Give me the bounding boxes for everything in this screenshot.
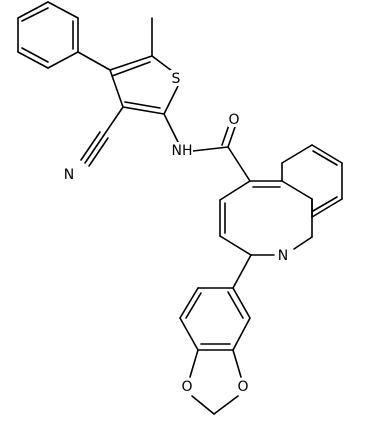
atom-label-nitrile-nitrogen: N — [64, 167, 74, 183]
atom-label-amide-oxygen: O — [228, 112, 239, 128]
bond — [232, 349, 242, 378]
bond — [185, 292, 202, 319]
bond — [311, 198, 343, 218]
bond — [47, 1, 79, 19]
atom-dioxole-oxygen-1: O — [180, 378, 194, 395]
bond — [219, 180, 251, 201]
bond — [111, 61, 151, 77]
bond — [189, 349, 199, 378]
bond — [88, 137, 109, 167]
bond — [191, 395, 215, 415]
bond — [227, 146, 251, 182]
bond — [281, 144, 313, 164]
bond — [21, 7, 49, 22]
bond — [109, 55, 153, 71]
bond — [281, 180, 313, 200]
atom-quinoline-nitrogen: N — [276, 247, 290, 264]
atom-sulfur: S — [170, 70, 182, 87]
bond — [293, 236, 313, 250]
bond-layer — [17, 1, 343, 415]
bond — [227, 291, 244, 319]
atom-nitrile-nitrogen: N — [63, 166, 75, 183]
bond — [122, 106, 165, 115]
atom-dioxole-oxygen-2: O — [236, 378, 250, 395]
atom-label-dioxole-oxygen-2: O — [237, 379, 248, 395]
bond — [84, 134, 105, 164]
atom-label-quinoline-nitrogen: N — [278, 248, 288, 264]
bond — [124, 101, 161, 109]
bond — [311, 144, 343, 164]
bond — [227, 126, 236, 148]
bond — [17, 51, 49, 69]
bond — [312, 150, 338, 166]
bond — [221, 124, 230, 146]
bond — [312, 196, 338, 212]
bond — [151, 55, 173, 72]
bond — [232, 287, 251, 319]
atom-amide-oxygen: O — [228, 111, 240, 128]
bond — [21, 47, 49, 63]
bond — [179, 317, 199, 351]
bond — [219, 235, 252, 256]
bond — [109, 69, 124, 108]
atom-label-sulfur: S — [172, 71, 181, 87]
bond — [192, 146, 229, 152]
bond — [77, 51, 111, 71]
bond — [47, 51, 79, 69]
bond — [179, 287, 199, 319]
bond — [232, 254, 252, 289]
bond — [103, 106, 124, 136]
bond — [163, 85, 179, 115]
bond — [213, 395, 239, 415]
bond — [80, 131, 101, 161]
bond — [232, 317, 251, 351]
atom-label-dioxole-oxygen-1: O — [181, 379, 192, 395]
atom-label-amide-nh: NH — [172, 143, 193, 159]
atom-amide-nh: NH — [171, 142, 193, 159]
bond — [17, 1, 49, 19]
atom-label-layer: S O NH N N O O — [63, 70, 290, 395]
bond — [163, 113, 179, 143]
